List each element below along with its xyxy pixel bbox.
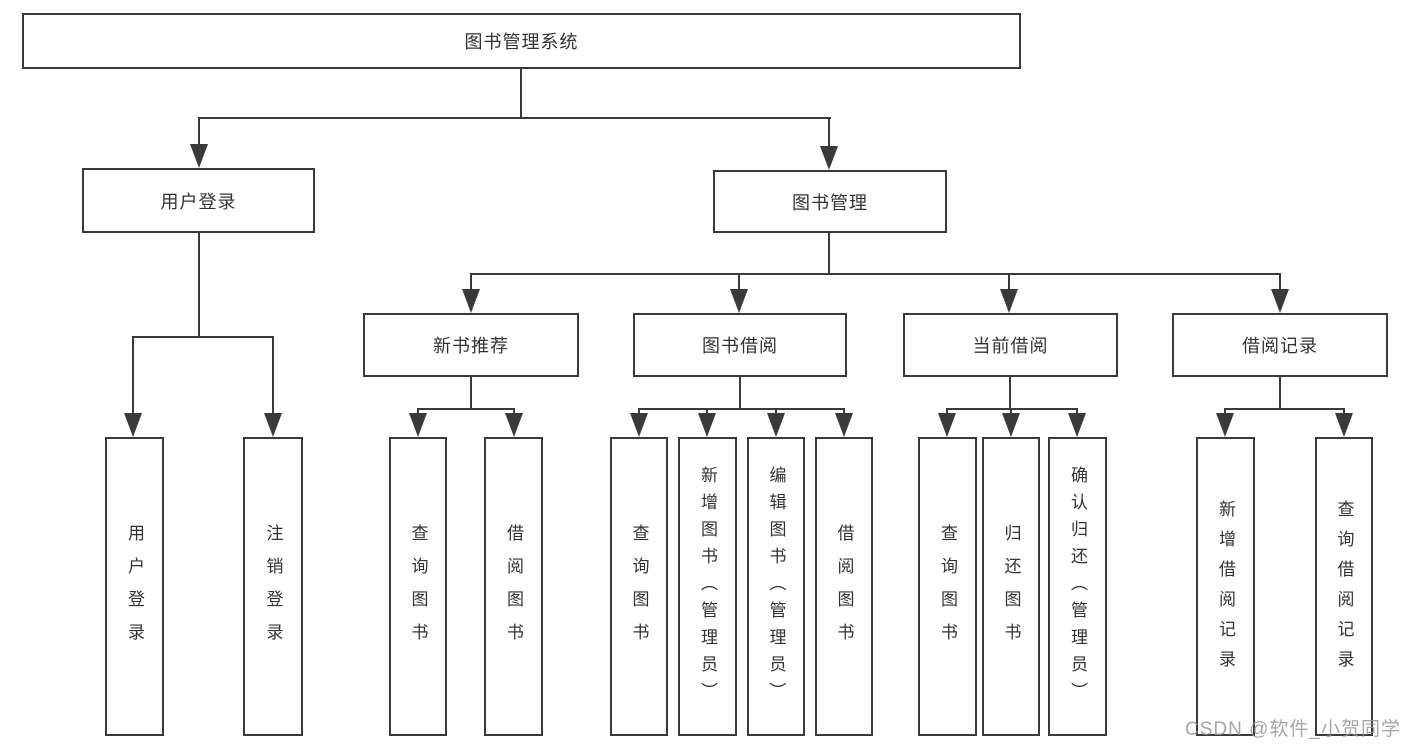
arrow-down-icon — [1000, 289, 1018, 313]
connector-line — [198, 233, 200, 336]
node-current-borrowing: 当前借阅 — [903, 313, 1118, 377]
node-book-management: 图书管理 — [713, 170, 947, 233]
node-new-book-recommend-label: 新书推荐 — [433, 336, 509, 356]
connector-line — [513, 408, 515, 417]
csdn-watermark: CSDN @软件_小贺同学 — [1185, 719, 1401, 740]
connector-line — [1343, 408, 1345, 417]
connector-line — [417, 408, 515, 410]
arrow-down-icon — [264, 413, 282, 437]
connector-line — [1008, 273, 1010, 293]
connector-line — [417, 408, 419, 417]
arrow-down-icon — [1216, 413, 1234, 437]
node-user-login-label: 用户登录 — [160, 191, 237, 212]
connector-line — [775, 408, 777, 417]
connector-line — [1224, 408, 1345, 410]
arrow-down-icon — [1068, 413, 1086, 437]
leaf-user-login: 用户登录 — [105, 437, 164, 736]
connector-line — [738, 273, 740, 293]
arrow-down-icon — [409, 413, 427, 437]
connector-line — [1279, 377, 1281, 408]
leaf-logout: 注销登录 — [243, 437, 303, 736]
connector-line — [946, 408, 1078, 410]
connector-line — [828, 233, 830, 273]
node-borrowing-records: 借阅记录 — [1172, 313, 1388, 377]
arrow-down-icon — [938, 413, 956, 437]
connector-line — [638, 408, 845, 410]
leaf-return-books: 归还图书 — [982, 437, 1040, 736]
leaf-query-books-1: 查询图书 — [389, 437, 447, 736]
connector-line — [470, 377, 472, 408]
connector-line — [132, 336, 274, 338]
node-current-borrowing-label: 当前借阅 — [972, 336, 1049, 356]
arrow-down-icon — [835, 413, 853, 437]
connector-line — [1009, 377, 1011, 408]
connector-line — [470, 273, 1281, 275]
arrow-down-icon — [767, 413, 785, 437]
arrow-down-icon — [462, 289, 480, 313]
leaf-edit-books-admin: 编辑图书（管理员） — [747, 437, 805, 736]
connector-line — [470, 273, 472, 293]
arrow-down-icon — [698, 413, 716, 437]
node-book-borrowing: 图书借阅 — [633, 313, 847, 377]
leaf-add-borrow-record: 新增借阅记录 — [1196, 437, 1255, 736]
arrow-down-icon — [820, 146, 838, 170]
connector-line — [706, 408, 708, 417]
leaf-query-books-3: 查询图书 — [918, 437, 977, 736]
arrow-down-icon — [124, 413, 142, 437]
arrow-down-icon — [1271, 289, 1289, 313]
node-root-label: 图书管理系统 — [464, 32, 579, 52]
leaf-borrow-books-1: 借阅图书 — [484, 437, 543, 736]
connector-line — [520, 69, 522, 117]
leaf-query-books-2: 查询图书 — [610, 437, 668, 736]
leaf-query-borrow-record: 查询借阅记录 — [1315, 437, 1373, 736]
connector-line — [272, 336, 274, 417]
connector-line — [828, 117, 830, 150]
connector-line — [1224, 408, 1226, 417]
arrow-down-icon — [630, 413, 648, 437]
connector-line — [739, 377, 741, 408]
connector-line — [1279, 273, 1281, 293]
node-new-book-recommend: 新书推荐 — [363, 313, 579, 377]
node-book-borrowing-label: 图书借阅 — [702, 336, 778, 356]
arrow-down-icon — [730, 289, 748, 313]
arrow-down-icon — [190, 144, 208, 168]
connector-line — [132, 336, 134, 417]
connector-line — [1076, 408, 1078, 417]
connector-line — [843, 408, 845, 417]
leaf-add-books-admin: 新增图书（管理员） — [678, 437, 737, 736]
leaf-confirm-return-admin: 确认归还（管理员） — [1048, 437, 1107, 736]
connector-line — [1010, 408, 1012, 417]
connector-line — [198, 117, 831, 119]
arrow-down-icon — [1002, 413, 1020, 437]
node-borrowing-records-label: 借阅记录 — [1242, 336, 1318, 356]
node-root: 图书管理系统 — [22, 13, 1021, 69]
node-book-management-label: 图书管理 — [792, 192, 868, 213]
connector-line — [638, 408, 640, 417]
connector-line — [198, 117, 200, 148]
arrow-down-icon — [1335, 413, 1353, 437]
node-user-login: 用户登录 — [82, 168, 315, 233]
connector-line — [946, 408, 948, 417]
arrow-down-icon — [505, 413, 523, 437]
leaf-borrow-books-2: 借阅图书 — [815, 437, 873, 736]
